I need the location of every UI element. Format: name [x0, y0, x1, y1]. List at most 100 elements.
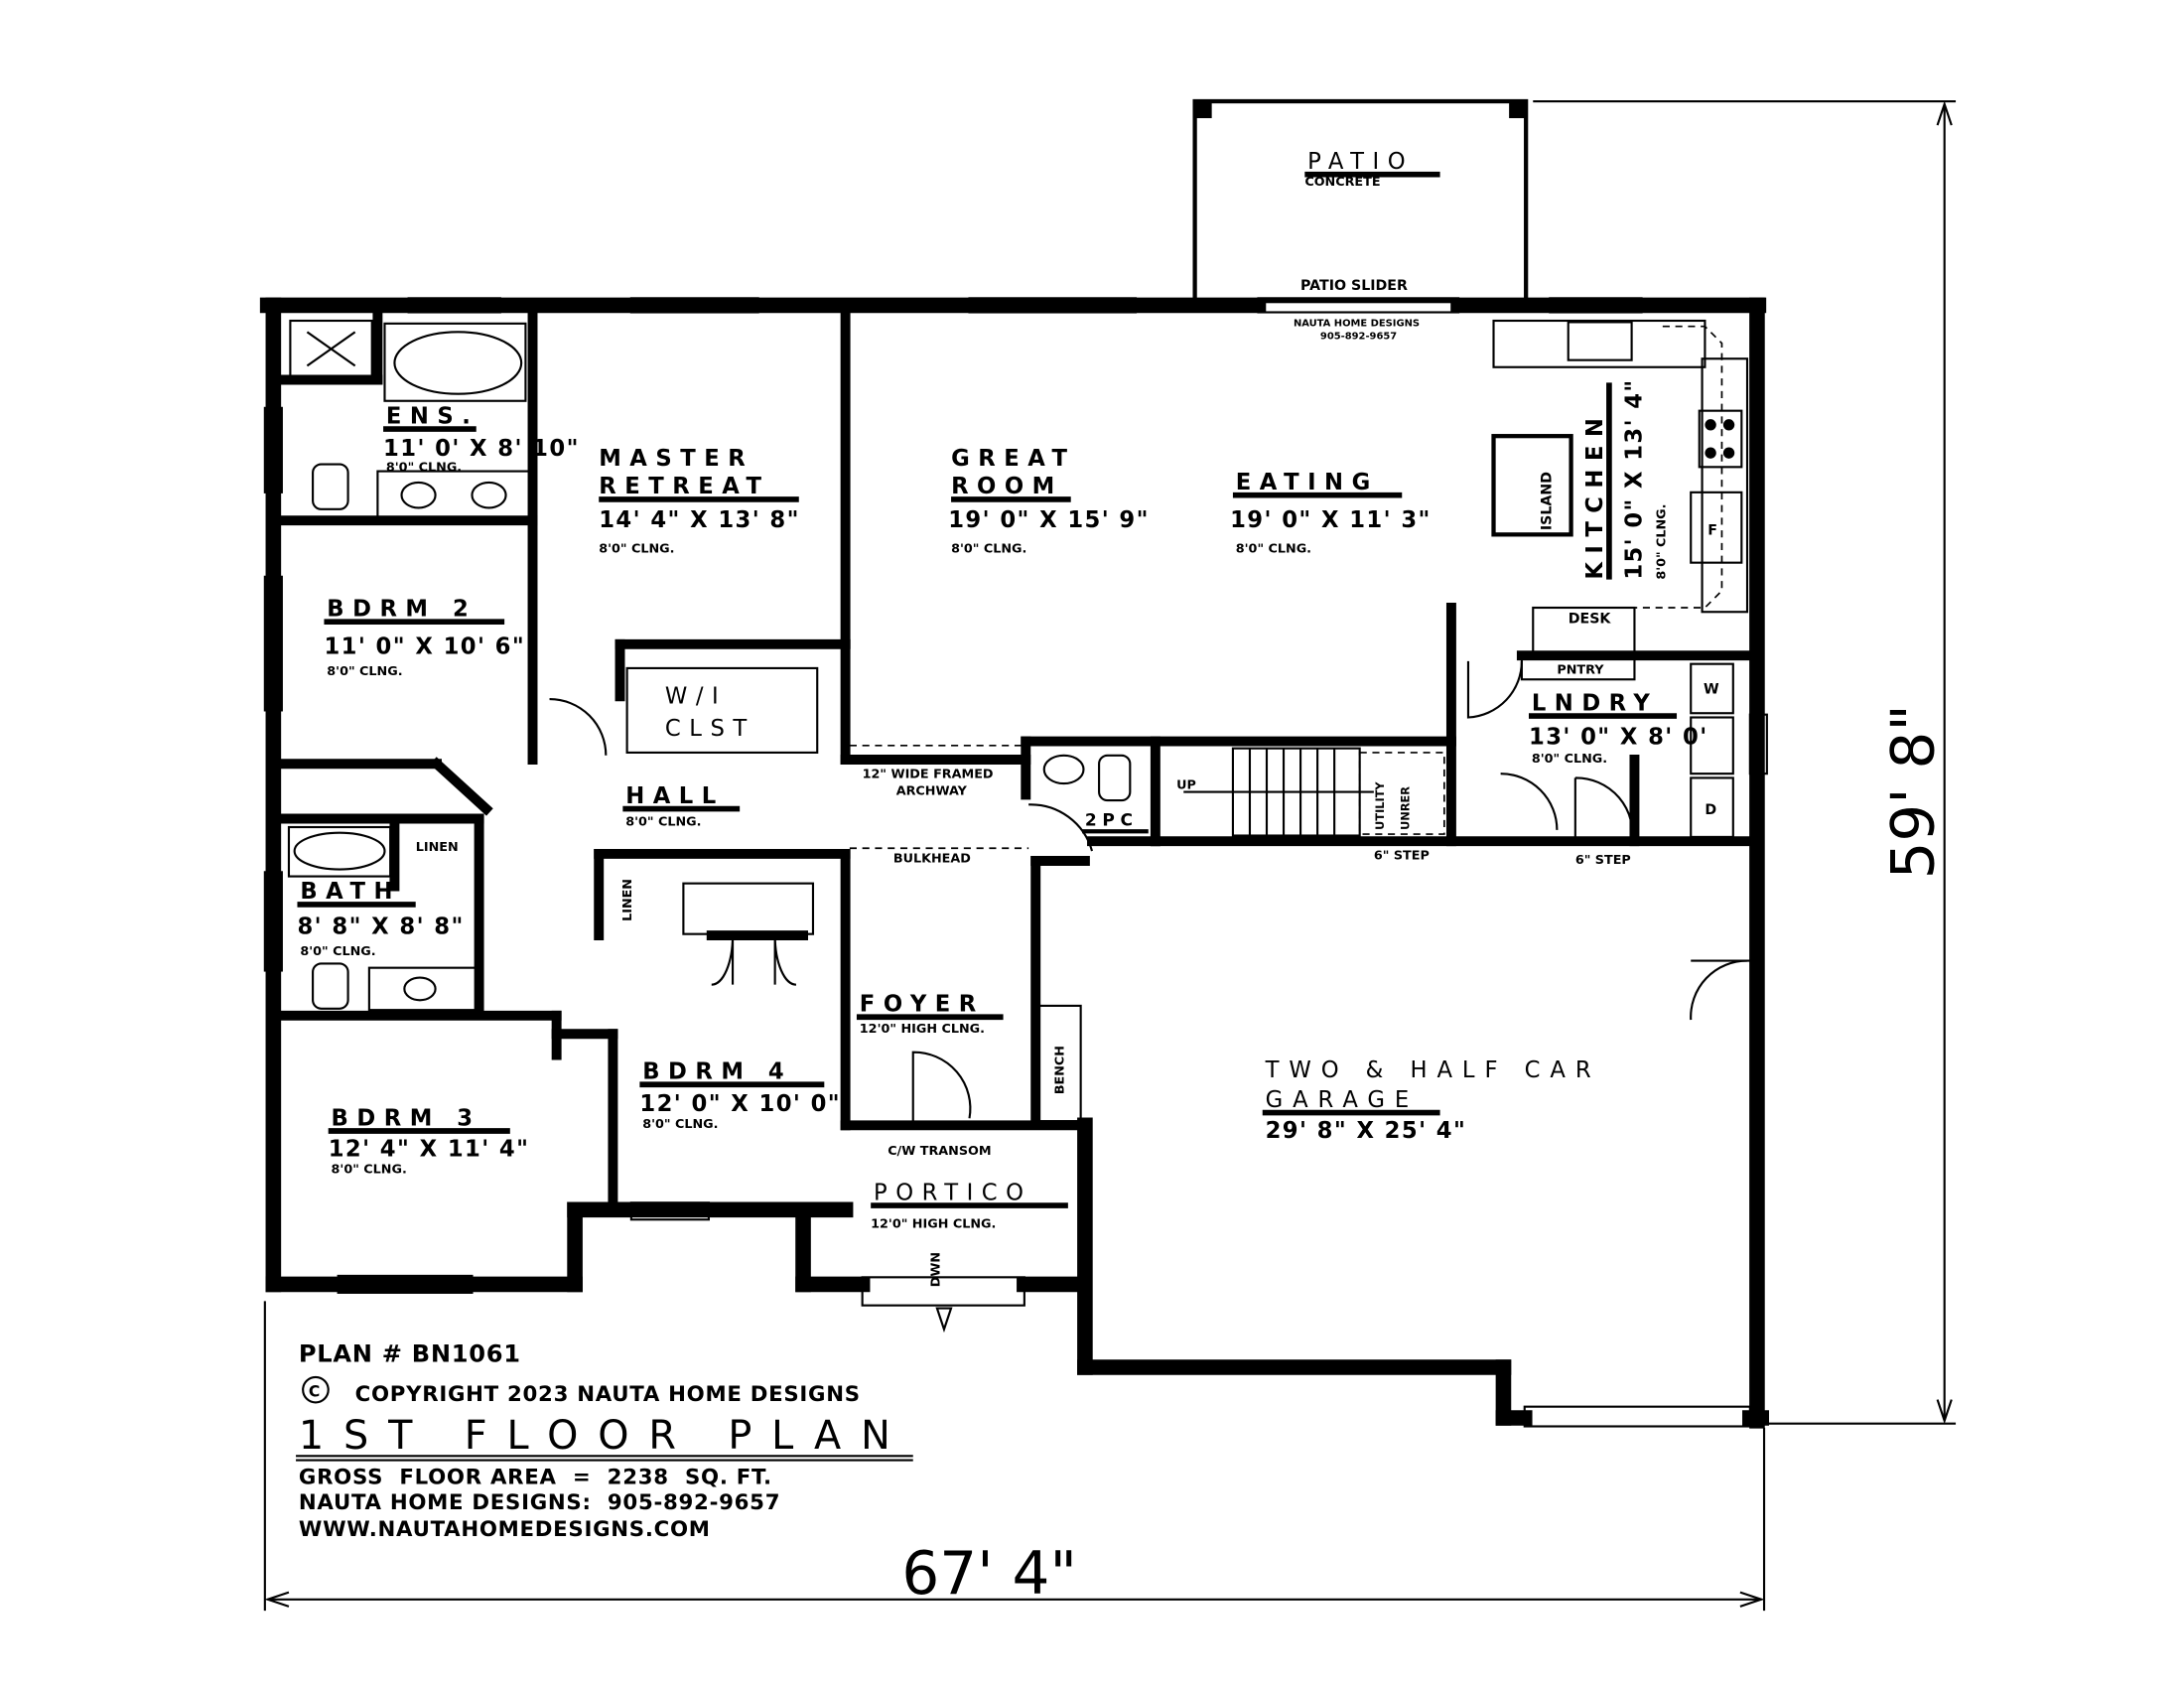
interior-walls	[276, 307, 1762, 1215]
transom-label: C/W TRANSOM	[887, 1144, 991, 1159]
archway-line2: ARCHWAY	[896, 783, 968, 798]
laundry-ceiling: 8'0" CLNG.	[1532, 752, 1607, 767]
foyer-ceiling: 12'0" HIGH CLNG.	[860, 1022, 985, 1037]
bath-name: BATH	[300, 879, 401, 905]
garage-name-2: GARAGE	[1266, 1087, 1420, 1113]
room-wi-closet: W/I CLST	[665, 683, 755, 742]
bdrm2-name: BDRM 2	[327, 597, 477, 623]
bdrm4-name: BDRM 4	[642, 1059, 792, 1085]
master-dims: 14' 4" X 13' 8"	[599, 507, 800, 533]
room-ensuite: ENS. 11' 0' X 8' 10" 8'0" CLNG.	[383, 403, 580, 476]
linen-closet-label: LINEN	[620, 879, 635, 921]
room-hall: HALL 8'0" CLNG. 12" WIDE FRAMED ARCHWAY …	[622, 767, 994, 866]
utility-line2: UNRER	[1398, 786, 1412, 830]
portico-down-label: DWN	[929, 1252, 944, 1287]
great-room-name-2: ROOM	[951, 474, 1063, 499]
patio-note: CONCRETE	[1304, 175, 1380, 190]
width-dimension: 67' 4"	[901, 1540, 1077, 1609]
bdrm2-dims: 11' 0" X 10' 6"	[324, 634, 525, 660]
depth-dimension: 59' 8"	[1879, 704, 1948, 879]
bulkhead-label: BULKHEAD	[893, 851, 971, 866]
stairs	[1183, 747, 1445, 837]
room-bdrm3: BDRM 3 12' 4" X 11' 4" 8'0" CLNG.	[328, 1105, 530, 1178]
kitchen-dims: 15' 0" X 13' 4"	[1622, 378, 1648, 579]
bath-dims: 8' 8" X 8' 8"	[297, 914, 464, 940]
wi-closet-name-1: W/I	[665, 683, 727, 709]
great-room-ceiling: 8'0" CLNG.	[951, 542, 1026, 557]
washer-label: W	[1704, 681, 1719, 697]
watermark-phone: 905-892-9657	[1320, 331, 1397, 342]
copyright-symbol: C	[309, 1383, 320, 1401]
room-bath: LINEN BATH 8' 8" X 8' 8" 8'0" CLNG. LINE…	[297, 840, 634, 959]
dimension-depth: 59' 8"	[1533, 99, 1957, 1425]
stairs-up-label: UP	[1176, 778, 1196, 793]
room-bdrm4: BDRM 4 12' 0" X 10' 0" 8'0" CLNG.	[639, 1059, 841, 1133]
copyright-text: COPYRIGHT 2023 NAUTA HOME DESIGNS	[355, 1382, 861, 1407]
website[interactable]: WWW.NAUTAHOMEDESIGNS.COM	[299, 1517, 711, 1542]
portico-name: PORTICO	[874, 1180, 1032, 1205]
hall-ceiling: 8'0" CLNG.	[625, 815, 701, 830]
bath-ceiling: 8'0" CLNG.	[300, 944, 375, 959]
watermark-company: NAUTA HOME DESIGNS	[1294, 319, 1420, 330]
bath-linen-label: LINEN	[416, 840, 459, 855]
room-bdrm2: BDRM 2 11' 0" X 10' 6" 8'0" CLNG.	[324, 597, 525, 679]
kitchen-ceiling: 8'0" CLNG.	[1655, 504, 1670, 580]
portico-ceiling: 12'0" HIGH CLNG.	[871, 1217, 996, 1232]
desk-label: DESK	[1569, 612, 1612, 628]
step-label-1: 6" STEP	[1374, 849, 1430, 864]
garage-name-1: TWO & HALF CAR	[1265, 1057, 1601, 1083]
fridge-label: F	[1707, 522, 1717, 538]
utility-line1: UTILITY	[1373, 781, 1387, 830]
exterior-walls	[259, 297, 1769, 1429]
dryer-label: D	[1705, 802, 1716, 818]
room-kitchen: KITCHEN 15' 0" X 13' 4" 8'0" CLNG. ISLAN…	[1540, 378, 1717, 627]
bdrm2-ceiling: 8'0" CLNG.	[327, 664, 402, 679]
eating-ceiling: 8'0" CLNG.	[1236, 542, 1311, 557]
bdrm4-ceiling: 8'0" CLNG.	[642, 1117, 718, 1132]
archway-line1: 12" WIDE FRAMED	[863, 767, 994, 781]
room-garage: TWO & HALF CAR GARAGE 29' 8" X 25' 4"	[1262, 1057, 1601, 1144]
bdrm3-dims: 12' 4" X 11' 4"	[329, 1137, 530, 1163]
master-ceiling: 8'0" CLNG.	[599, 542, 674, 557]
master-name-2: RETREAT	[599, 474, 769, 499]
bdrm3-name: BDRM 3	[332, 1105, 481, 1131]
room-portico: PORTICO 12'0" HIGH CLNG. DWN	[871, 1180, 1068, 1287]
dimension-width: 67' 4"	[263, 1301, 1766, 1612]
room-eating: EATING 19' 0" X 11' 3" 8'0" CLNG.	[1230, 470, 1430, 557]
windows	[263, 297, 1768, 1307]
room-laundry: PNTRY LNDRY 13' 0" X 8' 0' 8'0" CLNG. W …	[1529, 663, 1719, 818]
patio: PATIO CONCRETE PATIO SLIDER	[1192, 98, 1529, 304]
room-great-room: GREAT ROOM 19' 0" X 15' 9" 8'0" CLNG. NA…	[948, 319, 1420, 557]
ensuite-ceiling: 8'0" CLNG.	[386, 461, 462, 476]
patio-label: PATIO	[1307, 149, 1414, 175]
foyer-name: FOYER	[860, 992, 985, 1018]
two-pc-name: 2PC	[1085, 811, 1139, 831]
kitchen-name: KITCHEN	[1582, 410, 1608, 580]
great-room-dims: 19' 0" X 15' 9"	[948, 507, 1150, 533]
laundry-dims: 13' 0" X 8' 0'	[1529, 724, 1708, 750]
plan-number: PLAN # BN1061	[299, 1339, 521, 1367]
bdrm4-dims: 12' 0" X 10' 0"	[639, 1091, 841, 1117]
step-label-2: 6" STEP	[1575, 853, 1631, 868]
patio-slider-label: PATIO SLIDER	[1300, 278, 1408, 294]
bdrm3-ceiling: 8'0" CLNG.	[332, 1163, 407, 1178]
room-foyer: FOYER 12'0" HIGH CLNG. BENCH C/W TRANSOM	[856, 992, 1068, 1159]
title-block: PLAN # BN1061 C COPYRIGHT 2023 NAUTA HOM…	[296, 1339, 913, 1542]
room-master-retreat: MASTER RETREAT 14' 4" X 13' 8" 8'0" CLNG…	[599, 446, 800, 557]
laundry-name: LNDRY	[1532, 690, 1659, 716]
hall-name: HALL	[625, 783, 725, 809]
ensuite-name: ENS.	[386, 403, 479, 429]
ensuite-dims: 11' 0' X 8' 10"	[383, 436, 580, 462]
stair-labels: UP UTILITY UNRER 6" STEP 6" STEP	[1176, 778, 1631, 868]
garage-dims: 29' 8" X 25' 4"	[1266, 1118, 1467, 1144]
pantry-label: PNTRY	[1557, 663, 1604, 678]
room-2pc: 2PC	[1082, 811, 1149, 834]
gross-floor-area: GROSS FLOOR AREA = 2238 SQ. FT.	[299, 1466, 772, 1490]
wi-closet-name-2: CLST	[665, 716, 755, 742]
eating-name: EATING	[1236, 470, 1379, 495]
master-name-1: MASTER	[599, 446, 753, 472]
island-label: ISLAND	[1540, 472, 1556, 530]
contact-phone: NAUTA HOME DESIGNS: 905-892-9657	[299, 1490, 780, 1515]
plan-title: 1ST FLOOR PLAN	[299, 1413, 910, 1459]
